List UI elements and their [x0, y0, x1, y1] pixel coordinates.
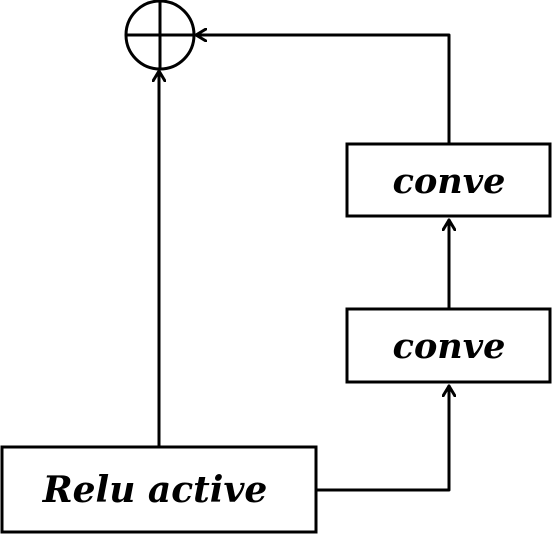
add-node	[124, 0, 196, 71]
relu-box	[0, 445, 318, 534]
relu-to-conv-arrow	[315, 384, 449, 492]
conv-node-upper: conve	[345, 142, 552, 218]
relu-node: Relu active	[0, 445, 318, 534]
conv-box-lower	[345, 307, 552, 384]
conv-box-upper	[345, 142, 552, 218]
conv-node-lower: conve	[345, 307, 552, 384]
conv-label-lower: conve	[393, 326, 506, 367]
relu-label: Relu active	[42, 469, 268, 511]
conv-to-add-arrow	[194, 35, 451, 145]
conv-label-upper: conve	[393, 161, 506, 202]
